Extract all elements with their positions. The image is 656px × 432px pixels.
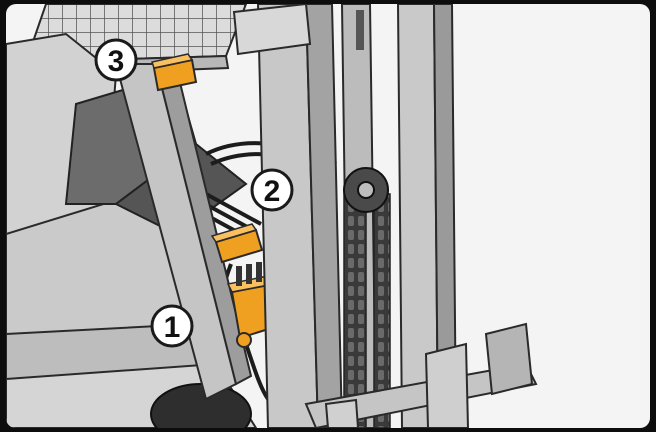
callout-3: 3 [94, 38, 138, 82]
forks [304, 322, 538, 428]
callout-2-label: 2 [264, 175, 281, 208]
lift-chain [343, 167, 391, 428]
component-2 [210, 223, 264, 264]
callout-1-label: 1 [164, 311, 181, 344]
callout-2: 2 [250, 168, 294, 212]
component-3 [151, 53, 198, 92]
forklift-illustration: 1 2 3 [6, 4, 538, 428]
illustration-panel: 1 2 3 [6, 4, 650, 428]
callout-1: 1 [150, 304, 194, 348]
callout-3-label: 3 [108, 45, 125, 78]
mast-upright-front [232, 4, 344, 428]
